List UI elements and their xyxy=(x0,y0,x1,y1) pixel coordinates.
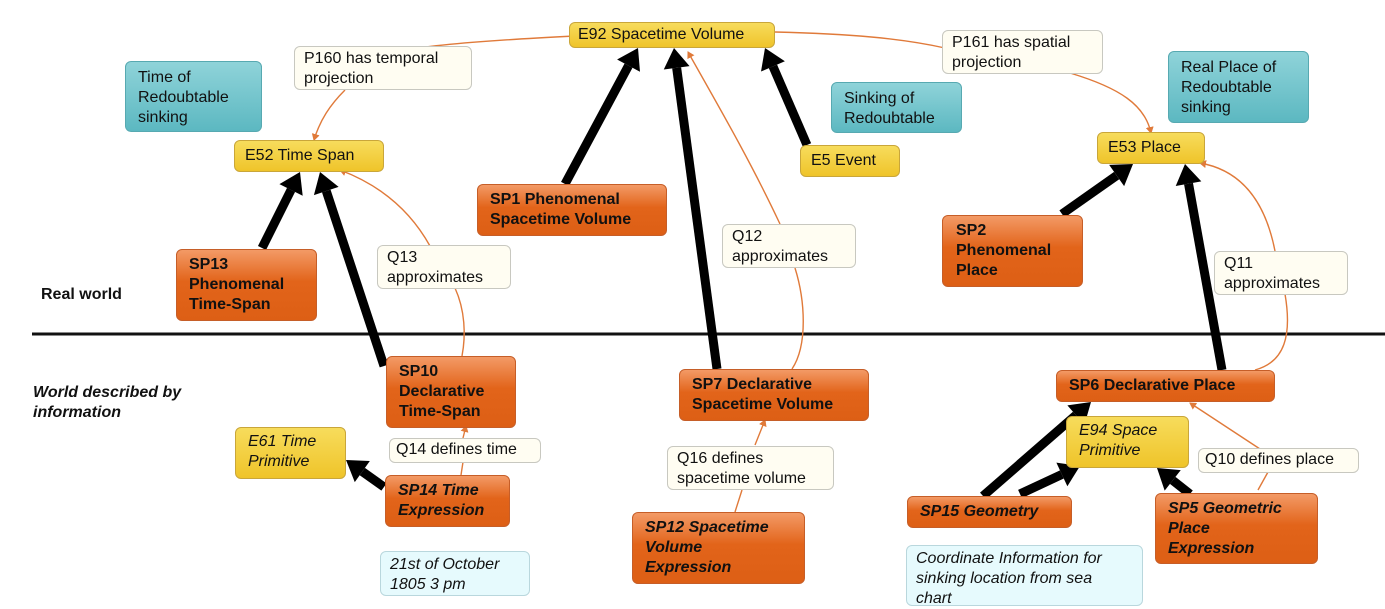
instance-real-place[interactable]: Real Place of Redoubtable sinking xyxy=(1168,51,1309,123)
arrow-sp13-to-e52-shaft xyxy=(257,187,296,251)
instance-coordinate-info[interactable]: Coordinate Information for sinking locat… xyxy=(906,545,1143,607)
node-sp2-phenomenal-place[interactable]: SP2 Phenomenal Place xyxy=(942,215,1083,287)
instance-date-value[interactable]: 21st of October 1805 3 pm xyxy=(380,551,530,596)
arrow-e5-to-e92-shaft xyxy=(768,64,812,147)
arrow-sp6-to-e53-shaft xyxy=(1184,182,1227,371)
arrow-sp2-to-e53-head xyxy=(1109,164,1133,187)
node-sp6-declarative-place[interactable]: SP6 Declarative Place xyxy=(1056,370,1275,402)
property-q10-defines-place[interactable]: Q10 defines place xyxy=(1198,448,1359,473)
property-q16-defines-spacetime-volume[interactable]: Q16 defines spacetime volume xyxy=(667,446,834,490)
node-e94-space-primitive[interactable]: E94 Space Primitive xyxy=(1066,416,1189,468)
edge-q11-lower xyxy=(1254,293,1289,371)
arrow-e5-to-e92-head xyxy=(761,48,785,72)
arrow-sp2-to-e53-shaft xyxy=(1059,171,1120,218)
edge-q11-upper xyxy=(1199,160,1276,252)
arrow-sp10-to-e52-head xyxy=(313,172,339,196)
arrow-sp15-to-e6-shaft xyxy=(980,411,1079,500)
node-sp15-geometry[interactable]: SP15 Geometry xyxy=(907,496,1072,528)
arrow-sp6-to-e53-head xyxy=(1175,164,1202,186)
arrow-sp15-to-e94-shaft xyxy=(1018,470,1064,499)
edge-q13-lower xyxy=(454,287,465,357)
arrow-sp7-to-e92-shaft xyxy=(672,67,722,370)
edge-q10-lower xyxy=(1257,471,1269,491)
property-q11-approximates[interactable]: Q11 approximates xyxy=(1214,251,1348,295)
property-q12-approximates[interactable]: Q12 approximates xyxy=(722,224,856,268)
node-sp10-declarative-time-span[interactable]: SP10 Declarative Time-Span xyxy=(386,356,516,428)
arrow-sp5-to-e94-shaft xyxy=(1169,476,1193,498)
arrow-sp10-to-e52-shaft xyxy=(321,189,389,368)
edge-p160-to-e52 xyxy=(311,89,346,141)
instance-sinking-event[interactable]: Sinking of Redoubtable xyxy=(831,82,962,133)
edge-p161-curve xyxy=(774,31,946,49)
edge-q10-upper xyxy=(1189,402,1261,450)
arrow-sp1-to-e92-shaft xyxy=(561,63,633,187)
property-p161-has-spatial-projection[interactable]: P161 has spatial projection xyxy=(942,30,1103,74)
region-label-described-world: World described by information xyxy=(33,384,182,421)
property-p160-has-temporal-projection[interactable]: P160 has temporal projection xyxy=(294,46,472,90)
edge-q16 xyxy=(734,420,765,513)
edge-q12-upper xyxy=(687,51,781,225)
node-sp7-declarative-spacetime-volume[interactable]: SP7 Declarative Spacetime Volume xyxy=(679,369,869,421)
node-sp12-spacetime-volume-expression[interactable]: SP12 Spacetime Volume Expression xyxy=(632,512,805,584)
node-e61-time-primitive[interactable]: E61 Time Primitive xyxy=(235,427,346,479)
edge-p161-to-e53 xyxy=(1069,72,1154,134)
arrow-sp14-to-e61-head xyxy=(346,460,370,483)
arrow-sp15-to-e94-head xyxy=(1056,462,1080,487)
node-e92-spacetime-volume[interactable]: E92 Spacetime Volume xyxy=(569,22,775,48)
instance-time-of-sinking[interactable]: Time of Redoubtable sinking xyxy=(125,61,262,132)
node-sp1-phenomenal-spacetime-volume[interactable]: SP1 Phenomenal Spacetime Volume xyxy=(477,184,667,236)
edge-q12-lower xyxy=(791,267,804,370)
property-q14-defines-time[interactable]: Q14 defines time xyxy=(389,438,541,463)
edge-q14 xyxy=(461,426,466,476)
arrow-sp7-to-e92-head xyxy=(663,48,690,70)
region-label-real-world: Real world xyxy=(41,286,122,303)
arrow-sp13-to-e52-head xyxy=(279,172,303,196)
arrow-sp14-to-e61-shaft xyxy=(359,467,387,491)
node-sp13-phenomenal-time-span[interactable]: SP13 Phenomenal Time-Span xyxy=(176,249,317,321)
node-e53-place[interactable]: E53 Place xyxy=(1097,132,1205,164)
property-q13-approximates[interactable]: Q13 approximates xyxy=(377,245,511,289)
edge-q13-upper xyxy=(339,168,431,247)
node-e5-event[interactable]: E5 Event xyxy=(800,145,900,177)
arrow-sp5-to-e94-head xyxy=(1157,468,1181,491)
node-sp14-time-expression[interactable]: SP14 Time Expression xyxy=(385,475,510,527)
node-e52-time-span[interactable]: E52 Time Span xyxy=(234,140,384,172)
node-sp5-geometric-place-expression[interactable]: SP5 Geometric Place Expression xyxy=(1155,493,1318,564)
arrow-sp1-to-e92-head xyxy=(617,48,640,72)
